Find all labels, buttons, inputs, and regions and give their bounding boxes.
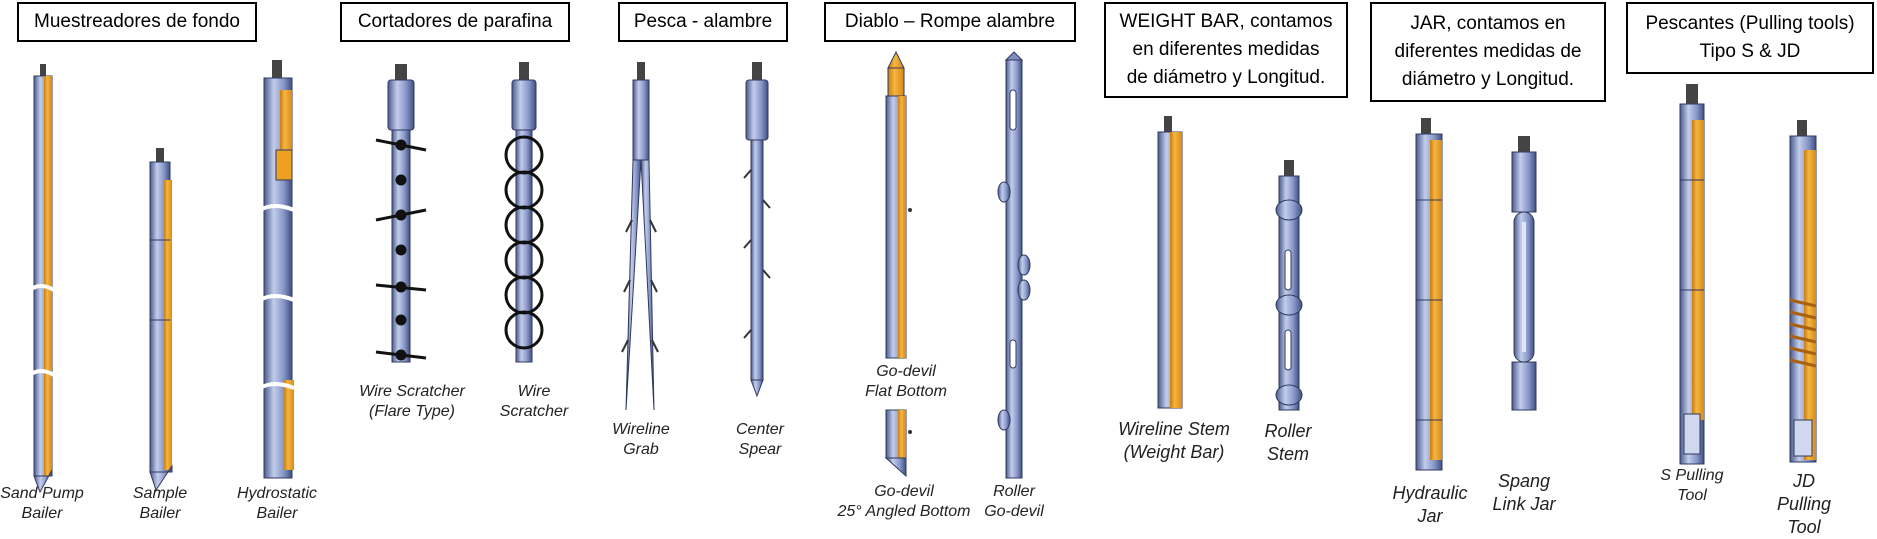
caption-s-pulling-tool: S Pulling Tool (1660, 467, 1724, 504)
caption-sand-pump-bailer: Sand Pump Bailer (0, 485, 84, 522)
section-title-muestreadores: Muestreadores de fondo (17, 2, 257, 42)
caption-roller-stem: Roller Stem (1264, 421, 1312, 464)
center-spear-icon (743, 62, 771, 398)
roller-stem-icon (1275, 160, 1303, 411)
hydraulic-jar-icon (1415, 118, 1443, 471)
go-devil-angled-icon (884, 409, 912, 478)
go-devil-flat-icon (885, 50, 912, 359)
caption-center-spear: Center Spear (735, 421, 785, 458)
sand-pump-bailer-icon (28, 64, 55, 494)
s-pulling-tool-icon (1679, 84, 1705, 465)
caption-roller-go-devil: Roller Go-devil (984, 483, 1044, 520)
section-title-pesca: Pesca - alambre (618, 2, 788, 42)
section-title-pescantes: Pescantes (Pulling tools) Tipo S & JD (1626, 2, 1874, 74)
section-title-diablo: Diablo – Rompe alambre (824, 2, 1076, 42)
section-title-jar: JAR, contamos en diferentes medidas de d… (1370, 2, 1606, 102)
caption-wire-scratcher: Wire Scratcher (499, 383, 569, 420)
section-title-weight-bar: WEIGHT BAR, contamos en diferentes medid… (1104, 2, 1348, 98)
caption-hydraulic-jar: Hydraulic Jar (1392, 483, 1468, 526)
wireline-grab-icon (621, 62, 659, 411)
wire-scratcher-icon (504, 62, 544, 363)
caption-spang-link-jar: Spang Link Jar (1492, 471, 1556, 514)
caption-go-devil-angled: Go-devil 25° Angled Bottom (837, 483, 971, 520)
hydrostatic-bailer-icon (259, 60, 295, 479)
sample-bailer-icon (149, 148, 173, 492)
spang-link-jar-icon (1511, 136, 1537, 411)
caption-wire-scratcher-flare: Wire Scratcher (Flare Type) (359, 383, 465, 420)
caption-go-devil-flat: Go-devil Flat Bottom (865, 363, 947, 400)
caption-hydrostatic-bailer: Hydrostatic Bailer (236, 485, 318, 522)
roller-go-devil-icon (997, 51, 1031, 479)
caption-sample-bailer: Sample Bailer (132, 485, 188, 522)
section-title-cortadores: Cortadores de parafina (340, 2, 570, 42)
caption-wireline-grab: Wireline Grab (612, 421, 670, 458)
caption-wireline-stem: Wireline Stem (Weight Bar) (1118, 419, 1230, 462)
wire-scratcher-flare-icon (375, 64, 427, 363)
jd-pulling-tool-icon (1789, 120, 1817, 463)
wireline-stem-icon (1157, 116, 1183, 409)
